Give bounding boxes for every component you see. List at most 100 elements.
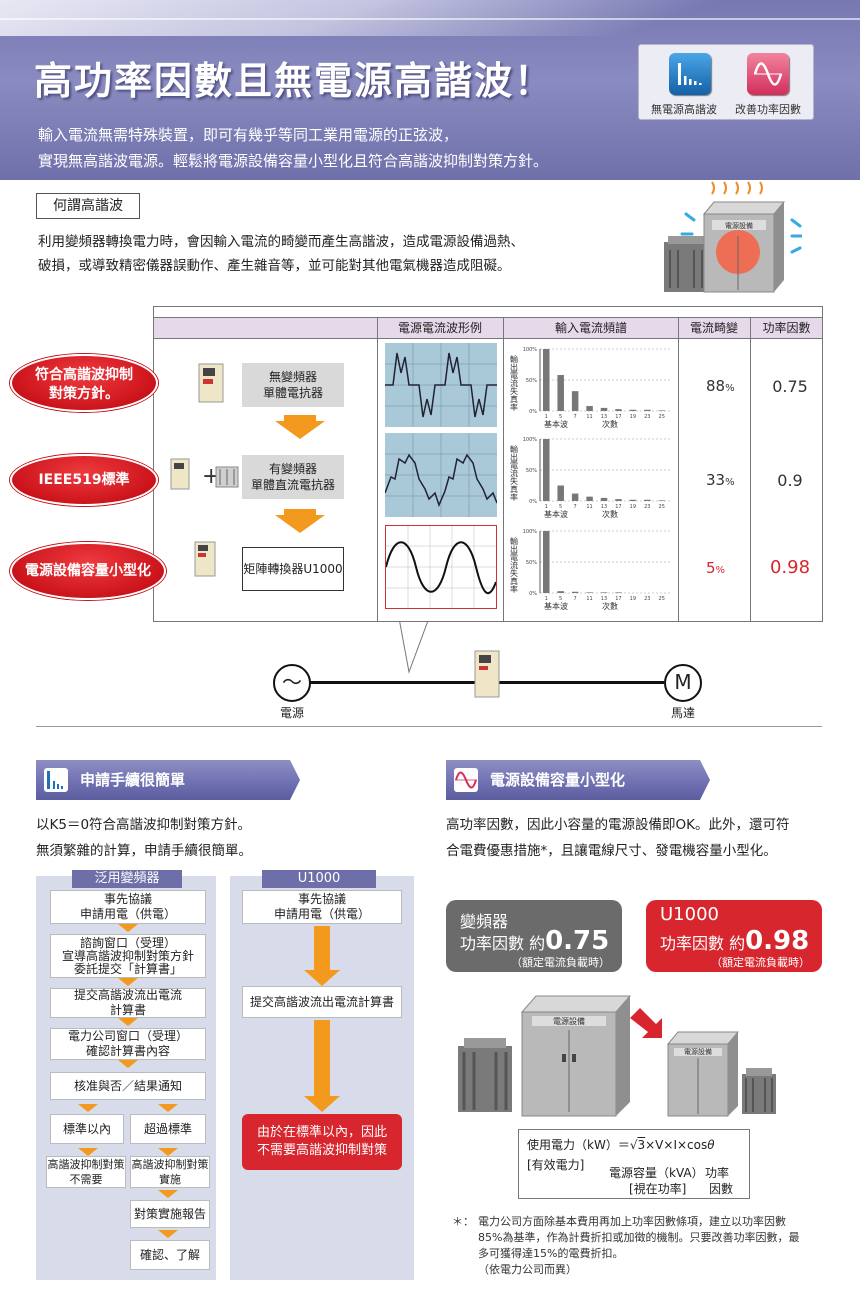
- flow-head-u1000: U1000: [262, 870, 376, 888]
- spectrum-x-label: 7: [573, 504, 576, 510]
- down-arrow-icon: [275, 509, 325, 533]
- inverter-plus-reactor-icon: +: [170, 458, 239, 490]
- spectrum-x-label: 5: [559, 596, 562, 602]
- device-with-inverter: 有變頻器單體直流電抗器: [242, 455, 344, 499]
- spectrum-x-label: 7: [573, 414, 576, 420]
- power-factor-label: 改善功率因數: [735, 103, 801, 116]
- formula-lhs: 使用電力（kW）＝: [527, 1138, 630, 1152]
- spectrum-axis-title: 輸出電流失真率: [510, 354, 519, 412]
- spectrum-bar: [600, 407, 608, 411]
- spectrum-order-label: 次數: [602, 601, 618, 611]
- spectrum-bar: [615, 592, 622, 593]
- spectrum-x-label: 25: [659, 414, 665, 420]
- u1000-drive-icon: [474, 650, 500, 698]
- table-header: 電源電流波形例 輸入電流頻譜 電流畸變 功率因數: [154, 317, 822, 339]
- spectrum-x-label: 13: [601, 504, 607, 510]
- spectrum-x-label: 1: [545, 414, 548, 420]
- spectrum-x-label: 11: [586, 504, 592, 510]
- spectrum-x-label: 23: [644, 414, 650, 420]
- intro-text: 輸入電流無需特殊裝置，即可有幾乎等同工業用電源的正弦波， 實現無高諧波電源。輕鬆…: [38, 122, 548, 174]
- spectrum-bar: [571, 493, 579, 501]
- application-text: 以K5＝0符合高諧波抑制對策方針。無須繁雜的計算，申請手續很簡單。: [36, 817, 252, 859]
- header-banner: 高功率因數且無電源高諧波！ 輸入電流無需特殊裝置，即可有幾乎等同工業用電源的正弦…: [0, 0, 860, 180]
- equipment-size-comparison-illustration: 電源設備 電源設備: [458, 995, 776, 1117]
- branch-within-standard: 標準以內: [50, 1114, 124, 1144]
- power-source-icon: ～: [273, 664, 311, 702]
- spectrum-bar: [644, 409, 651, 411]
- step-measure-report: 對策實施報告: [130, 1200, 210, 1228]
- power-factor-row-1: 0.75: [772, 377, 808, 396]
- spectrum-x-label: 17: [615, 504, 621, 510]
- spectrum-bar: [586, 406, 593, 411]
- distortion-row-3: 5%: [706, 559, 726, 577]
- overheating-equipment-illustration: 電源設備: [664, 181, 802, 293]
- spectrum-bar: [629, 499, 637, 501]
- spectrum-bar: [658, 500, 666, 501]
- harmonics-free-label: 無電源高諧波: [651, 103, 717, 116]
- spectrum-bar: [586, 496, 593, 501]
- header-waveform: 電源電流波形例: [397, 321, 482, 335]
- spectrum-order-label: 次數: [602, 419, 618, 429]
- capacity-text: 高功率因數，因此小容量的電源設備即OK。此外，還可符合電費優惠措施*，且讓電線尺…: [446, 817, 790, 859]
- spectrum-tick-label: 50%: [526, 468, 537, 474]
- spectrum-bar: [571, 391, 579, 411]
- spectrum-x-label: 19: [630, 504, 636, 510]
- long-down-arrow-icon: [304, 926, 340, 986]
- spectrum-bar: [615, 499, 622, 501]
- spectrum-bar: [658, 410, 666, 411]
- spectrum-tick-label: 50%: [526, 560, 537, 566]
- header-spectrum: 輸入電流頻譜: [554, 321, 627, 335]
- inverter-device-icon: [198, 363, 224, 403]
- spectrum-tick-label: 100%: [523, 529, 538, 535]
- sine-wave-icon: [454, 768, 478, 792]
- feature-icons: 無電源高諧波 改善功率因數: [638, 44, 814, 120]
- spectrum-bar: [600, 592, 608, 593]
- what-is-harmonics-title: 何謂高諧波: [36, 193, 140, 219]
- spectrum-tick-label: 100%: [523, 437, 538, 443]
- spectrum-x-label: 25: [659, 504, 665, 510]
- spectrum-x-label: 11: [586, 596, 592, 602]
- spectrum-fundamental-label: 基本波: [544, 601, 568, 611]
- branch-exceed-standard: 超過標準: [130, 1114, 206, 1144]
- step-confirm: 確認、了解: [130, 1240, 210, 1270]
- equipment-label: 電源設備: [725, 221, 753, 230]
- spectrum-bar: [543, 439, 550, 501]
- power-factor-row-3: 0.98: [769, 557, 811, 578]
- section-banner-capacity: 電源設備容量小型化: [446, 760, 710, 800]
- footnote: ＊： 電力公司方面除基本費用再加上功率因數條項，建立以功率因數 85%為基準，作…: [452, 1215, 800, 1276]
- spectrum-bar: [543, 349, 550, 411]
- distortion-row-2: 33%: [706, 471, 735, 489]
- spectrum-bar: [557, 375, 564, 411]
- spectrum-x-label: 23: [644, 504, 650, 510]
- long-down-arrow-icon: [304, 1020, 340, 1112]
- step-consult-window: 諮詢窗口（受理） 宣導高諧波抑制對策方針 委託提交「計算書」: [50, 934, 206, 978]
- step-pre-consult: 事先協議 申請用電（供電）: [50, 890, 206, 924]
- waveform-row-1: [385, 343, 497, 427]
- spectrum-x-label: 23: [644, 596, 650, 602]
- spectrum-bar: [586, 592, 593, 593]
- spectrum-bar: [543, 531, 550, 593]
- spectrum-tick-label: 0%: [529, 591, 537, 597]
- spectrum-fundamental-label: 基本波: [544, 419, 568, 429]
- spectrum-x-label: 17: [615, 596, 621, 602]
- spectrum-x-label: 1: [545, 596, 548, 602]
- waveform-row-3: [385, 525, 497, 609]
- harmonics-free-icon: [669, 53, 711, 95]
- step-power-company: 電力公司窗口（受理） 確認計算書內容: [50, 1028, 206, 1060]
- spectrum-x-label: 7: [573, 596, 576, 602]
- spectrum-x-label: 17: [615, 414, 621, 420]
- what-line-1: 利用變頻器轉換電力時，會因輸入電流的畸變而產生高諧波，造成電源設備過熱、: [38, 234, 524, 250]
- formula-capacity: 電源容量（kVA）: [609, 1166, 704, 1180]
- u1000-result: 由於在標準以內，因此 不需要高諧波抑制對策: [242, 1114, 402, 1170]
- formula-pf-label-2: 因數: [709, 1182, 734, 1196]
- spectrum-x-label: 5: [559, 504, 562, 510]
- step-submit-calc: 提交高諧波流出電流 計算書: [50, 988, 206, 1018]
- page-title: 高功率因數且無電源高諧波！: [34, 59, 555, 103]
- result-implement-measures: 高諧波抑制對策 實施: [130, 1156, 210, 1188]
- formula-theta: θ: [707, 1138, 715, 1152]
- motor-label: 馬達: [671, 706, 696, 720]
- spectrum-x-label: 13: [601, 596, 607, 602]
- formula-rhs: ×V×I×cos: [645, 1138, 708, 1152]
